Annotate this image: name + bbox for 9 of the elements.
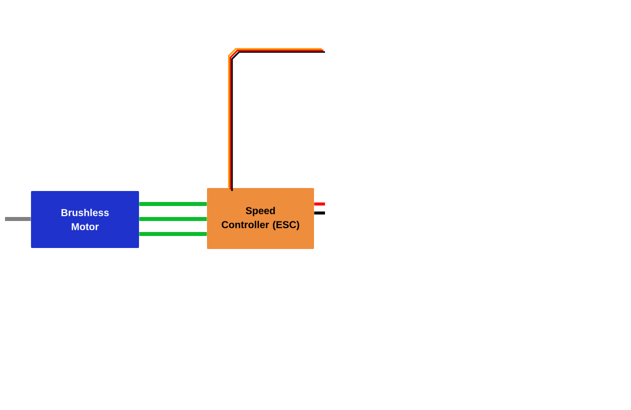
phase-wire [139,217,207,221]
signal-cable [228,48,325,191]
power-wire [314,212,325,214]
motor-shaft [5,217,31,221]
phase-wire [139,232,207,236]
power-wire [314,202,325,206]
phase-wire [139,202,207,206]
speed-controller-box: Speed Controller (ESC) [207,188,314,249]
motor-box: Brushless Motor [31,191,139,248]
